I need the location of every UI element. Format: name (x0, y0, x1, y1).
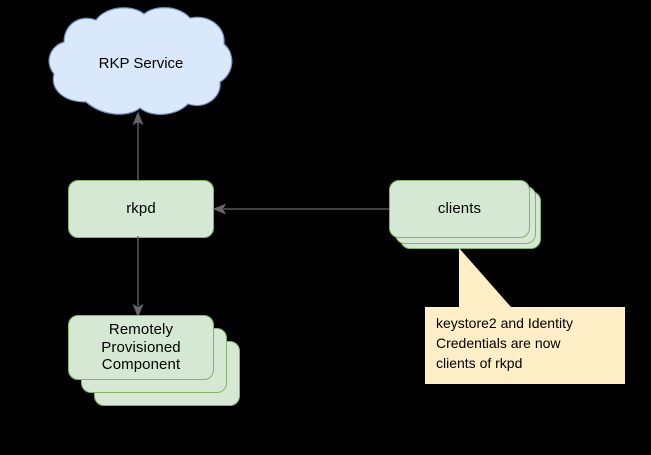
node-remotely-provisioned-component[interactable]: Remotely Provisioned Component (68, 315, 248, 406)
node-rkpd[interactable]: rkpd (68, 180, 214, 238)
callout-shape (425, 248, 625, 384)
node-rpc-label-line1: Remotely (108, 320, 174, 338)
node-rpc-label-line3: Component (101, 356, 181, 374)
node-clients[interactable]: clients (389, 180, 541, 250)
cloud-shape-icon (48, 7, 233, 115)
edge-clients-to-rkpd (210, 198, 392, 220)
node-clients-label: clients (437, 200, 482, 218)
node-rkpd-label: rkpd (126, 200, 156, 218)
node-rpc-label-line2: Provisioned (101, 338, 181, 356)
edge-rkpd-to-rkp-service (128, 111, 150, 184)
node-rkp-service[interactable]: RKP Service (44, 4, 234, 122)
stack-layer-front[interactable]: Remotely Provisioned Component (68, 315, 214, 380)
callout-note-text: keystore2 and Identity Credentials are n… (436, 315, 573, 371)
node-rkp-service-label: RKP Service (98, 54, 184, 72)
stack-layer-front[interactable]: clients (389, 180, 530, 238)
callout-note[interactable]: keystore2 and Identity Credentials are n… (425, 246, 625, 384)
edge-rkpd-to-rpc (128, 236, 150, 318)
